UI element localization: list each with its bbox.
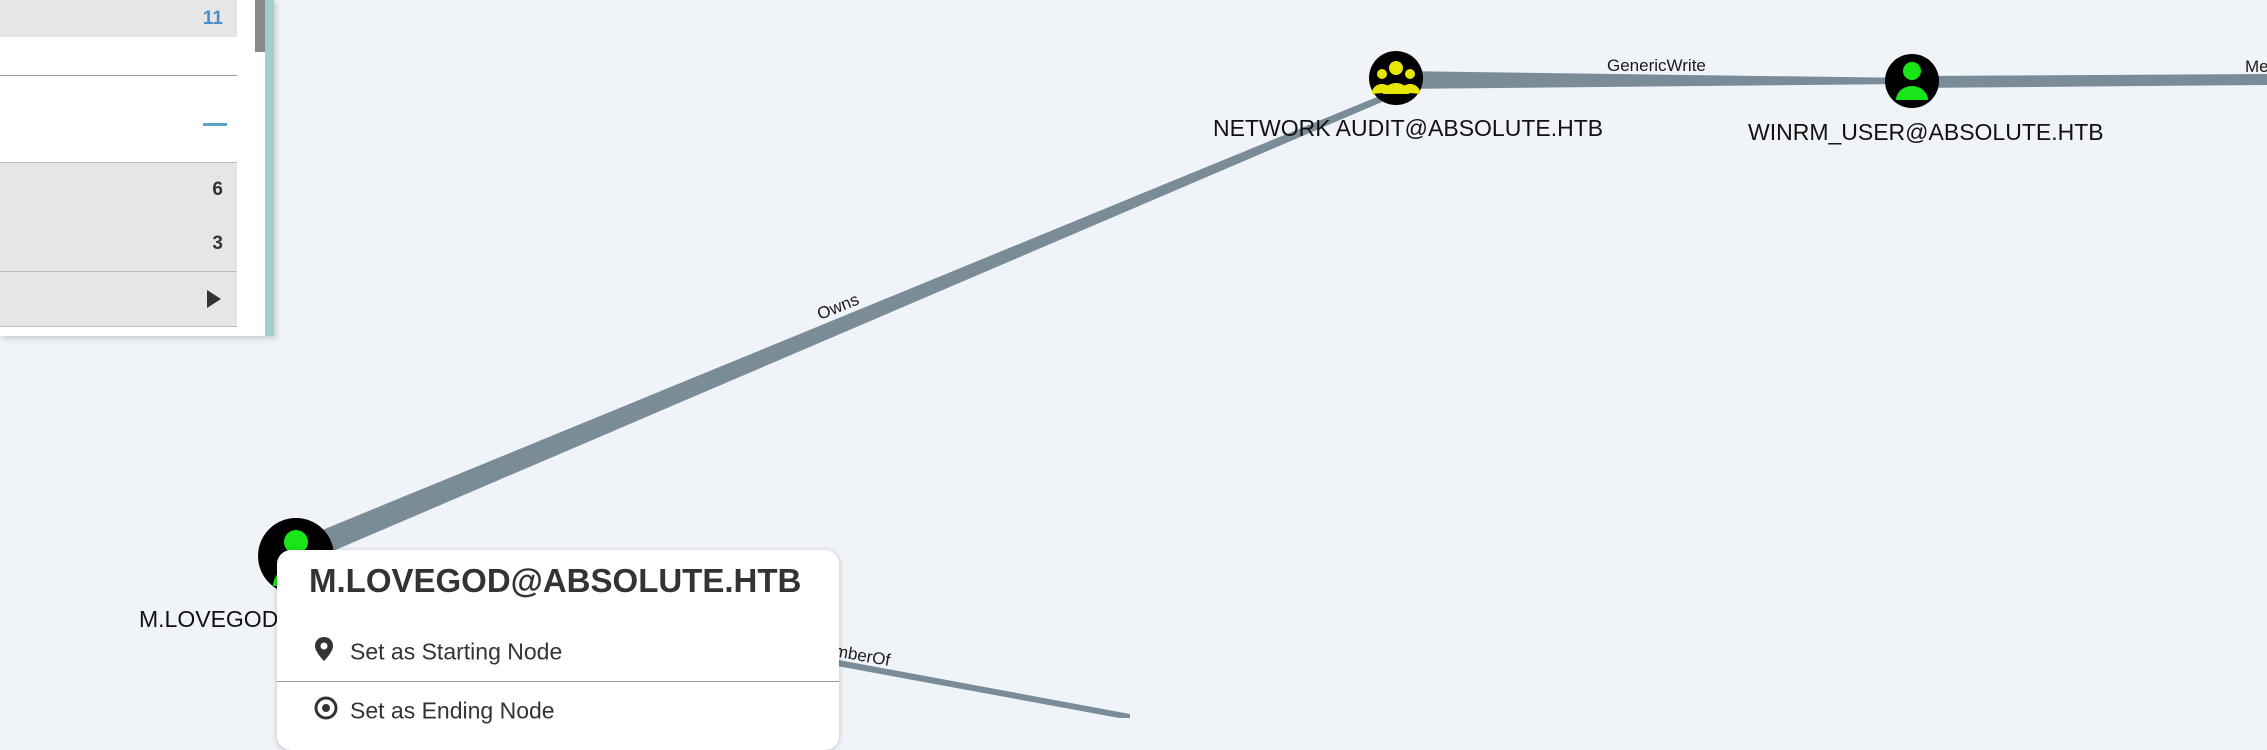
play-icon[interactable] <box>207 290 221 308</box>
node-label-network-audit: NETWORK AUDIT@ABSOLUTE.HTB <box>1213 115 1604 141</box>
menu-divider <box>277 681 839 682</box>
node-label-winrm-user: WINRM_USER@ABSOLUTE.HTB <box>1748 119 2104 145</box>
panel-row-top[interactable]: 11 <box>0 0 237 37</box>
edge-owns[interactable] <box>298 90 1396 560</box>
panel-row-expand[interactable] <box>0 272 237 327</box>
node-info-panel: 11 6 3 <box>0 0 274 336</box>
panel-row[interactable]: 3 <box>0 216 237 272</box>
target-icon <box>314 696 338 726</box>
edge-label-genericwrite: GenericWrite <box>1607 56 1706 75</box>
set-starting-node-item[interactable]: Set as Starting Node <box>277 625 839 679</box>
edge-genericwrite[interactable] <box>1396 71 1912 89</box>
panel-row-count: 6 <box>212 178 223 200</box>
panel-row-count: 3 <box>212 232 223 254</box>
map-pin-icon <box>314 637 334 667</box>
node-network-audit[interactable] <box>1369 51 1423 105</box>
user-icon <box>1896 62 1928 100</box>
edge-label-memberof-right: Me <box>2245 57 2267 76</box>
panel-scrollbar[interactable] <box>255 0 265 52</box>
panel-row-count: 11 <box>202 7 223 29</box>
panel-divider <box>0 75 237 76</box>
menu-item-label: Set as Ending Node <box>350 697 555 724</box>
menu-item-label: Set as Starting Node <box>350 638 563 665</box>
edge-memberof-right[interactable] <box>1912 74 2267 88</box>
set-ending-node-item[interactable]: Set as Ending Node <box>277 684 839 738</box>
panel-row[interactable]: 6 <box>0 162 237 217</box>
node-context-menu: M.LOVEGOD@ABSOLUTE.HTB Set as Starting N… <box>277 550 839 750</box>
collapse-icon[interactable] <box>203 123 227 126</box>
context-menu-title: M.LOVEGOD@ABSOLUTE.HTB <box>309 562 802 599</box>
group-icon <box>1371 61 1421 94</box>
node-winrm-user[interactable] <box>1885 54 1939 108</box>
